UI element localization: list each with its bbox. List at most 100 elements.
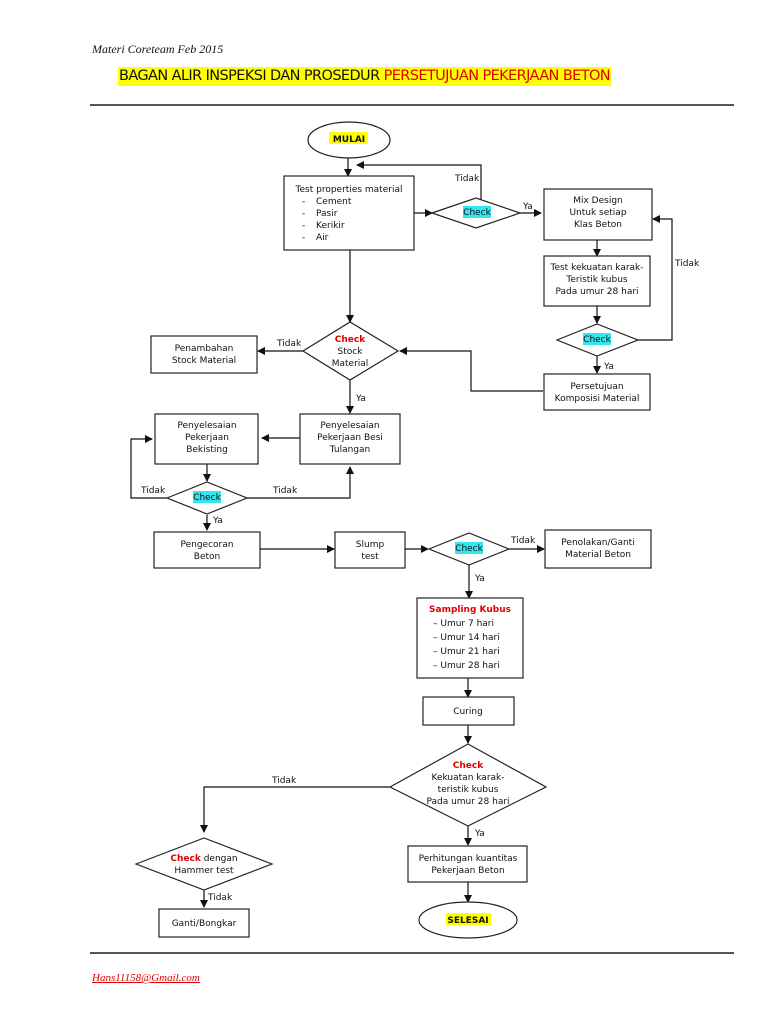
footer-email-link[interactable]: Hans11158@Gmail.com [92,972,200,984]
label-check-kuat-tidak: Tidak [271,776,297,786]
page-title: BAGAN ALIR INSPEKSI DAN PROSEDUR PERSETU… [118,67,612,86]
bekisting-line: Bekisting [186,445,228,455]
end-terminal: SELESAI [418,901,518,939]
title-red: PERSETUJUAN PEKERJAAN BETON [383,68,611,84]
label-check1-tidak: Tidak [454,174,480,184]
penolakan-line: Material Beton [565,550,631,560]
check4-label: Check [455,544,483,554]
label-check3-tidak-left: Tidak [140,486,166,496]
decision-check-hammer: Check dengan Hammer test [134,837,274,891]
decision-check3: Check [165,481,249,515]
label-check-stock-tidak: Tidak [276,339,302,349]
check-hammer-line2: Hammer test [174,866,234,876]
check-hammer-line1: Check dengan [170,854,237,864]
test-kuat-line: Test kekuatan karak- [549,263,643,273]
check-hammer-rest: dengan [201,854,238,864]
title-black: BAGAN ALIR INSPEKSI DAN PROSEDUR [119,68,384,84]
bekisting-line: Penyelesaian [177,421,236,431]
start-label: MULAI [333,135,365,145]
test-kuat-line: Teristik kubus [565,275,628,285]
test-item: - [302,197,305,207]
check-stock-check: Check [335,335,366,345]
persetujuan-line: Komposisi Material [555,394,640,404]
test-item: - [302,221,305,231]
sampling-title: Sampling Kubus [429,605,511,615]
besi-tulangan-box: Penyelesaian Pekerjaan Besi Tulangan [299,413,401,465]
check2-label: Check [583,335,611,345]
end-label: SELESAI [447,916,488,926]
arrow-check3-tidak-right [247,466,354,499]
curing-label: Curing [453,707,483,717]
test-item-kerikir: Kerikir [316,221,345,231]
check1-label: Check [463,208,491,218]
persetujuan-line: Persetujuan [570,382,623,392]
besi-line: Tulangan [329,445,371,455]
bekisting-line: Pekerjaan [185,433,229,443]
mix-design-box: Mix Design Untuk setiap Klas Beton [543,188,653,241]
connectors [130,158,673,908]
test-item-air: Air [316,233,329,243]
connector-labels: Tidak Ya Tidak Ya Tidak Ya Tidak Tidak Y… [140,174,700,903]
label-check-kuat-ya: Ya [474,829,485,839]
check-kuat-line: teristik kubus [438,785,499,795]
top-divider [90,104,734,106]
check-kuat-check: Check [453,761,484,771]
sampling-item: – Umur 28 hari [433,661,500,671]
start-terminal: MULAI [307,121,391,159]
penambahan-line: Stock Material [172,356,236,366]
perhitungan-line: Perhitungan kuantitas [419,854,518,864]
mix-design-line: Mix Design [573,196,623,206]
pengecoran-line: Beton [194,552,220,562]
decision-check1: Check [430,197,522,229]
decision-check4: Check [427,532,511,566]
ganti-label: Ganti/Bongkar [172,919,237,929]
penambahan-line: Penambahan [175,344,234,354]
decision-check-stock: Check Stock Material [301,321,400,381]
bekisting-box: Penyelesaian Pekerjaan Bekisting [154,413,259,465]
test-item: - [302,233,305,243]
label-check3-ya: Ya [212,516,223,526]
pengecoran-box: Pengecoran Beton [153,531,261,569]
slump-line: Slump [356,540,385,550]
check-kuat-line: Kekuatan karak- [432,773,505,783]
test-item-cement: Cement [316,197,352,207]
penolakan-line: Penolakan/Ganti [561,538,634,548]
label-check2-tidak: Tidak [674,259,700,269]
label-check4-tidak: Tidak [510,536,536,546]
curing-box: Curing [422,696,515,726]
persetujuan-box: Persetujuan Komposisi Material [543,373,651,411]
check-hammer-check: Check [170,854,201,864]
decision-check-kuat: Check Kekuatan karak- teristik kubus Pad… [388,743,548,827]
slump-line: test [361,552,379,562]
label-check1-ya: Ya [522,202,533,212]
label-check4-ya: Ya [474,574,485,584]
sampling-item: – Umur 14 hari [433,633,500,643]
sampling-item: – Umur 21 hari [433,647,500,657]
mix-design-line: Klas Beton [574,220,622,230]
test-properties-title: Test properties material [295,185,403,195]
arrow-check2-tidak [638,215,673,341]
besi-line: Pekerjaan Besi [317,433,383,443]
mix-design-line: Untuk setiap [569,208,626,218]
label-hammer-tidak: Tidak [207,893,233,903]
decision-check2: Check [555,323,640,357]
slump-test-box: Slump test [334,531,406,569]
label-check3-tidak-right: Tidak [272,486,298,496]
test-kekuatan-box: Test kekuatan karak- Teristik kubus Pada… [543,255,651,307]
arrow-check3-tidak-left [130,435,167,499]
test-kuat-line: Pada umur 28 hari [555,287,638,297]
penolakan-box: Penolakan/Ganti Material Beton [544,529,652,569]
test-properties-box: Test properties material -Cement -Pasir … [283,175,415,251]
ganti-bongkar-box: Ganti/Bongkar [158,908,250,938]
penambahan-box: Penambahan Stock Material [150,335,258,374]
label-check-stock-ya: Ya [355,394,366,404]
test-item: - [302,209,305,219]
arrow-check-kuat-tidak [200,786,390,833]
bottom-divider [90,952,734,954]
test-item-pasir: Pasir [316,209,338,219]
arrow-check1-tidak [356,161,482,200]
check3-label: Check [193,493,221,503]
besi-line: Penyelesaian [320,421,379,431]
perhitungan-line: Pekerjaan Beton [431,866,504,876]
check-stock-line: Material [332,359,369,369]
